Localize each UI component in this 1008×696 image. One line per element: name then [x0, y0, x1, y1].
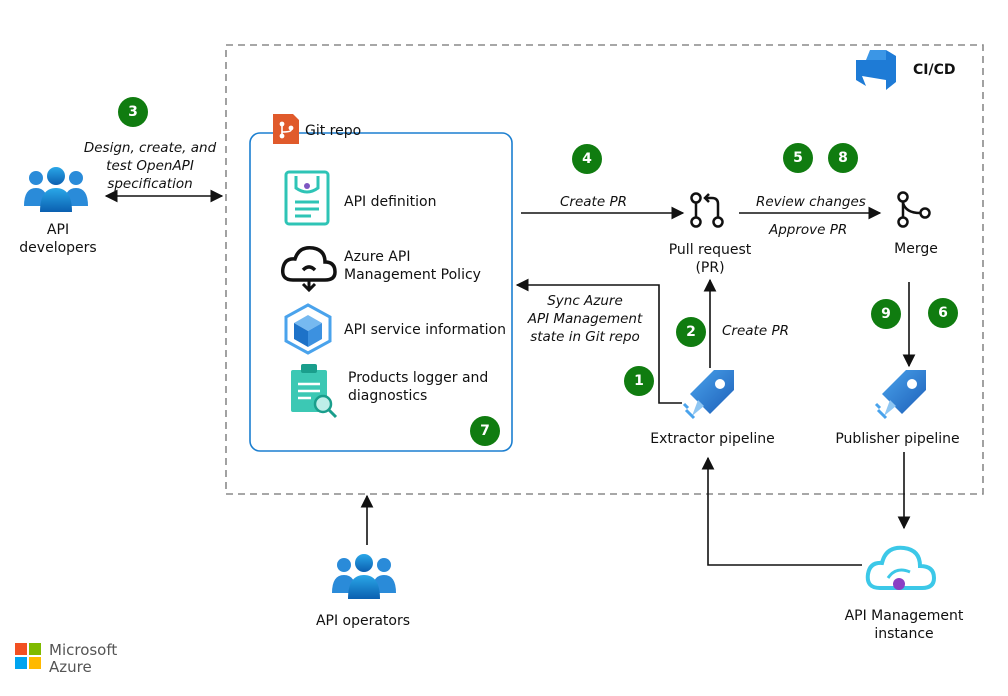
api-definition-label: API definition: [344, 194, 437, 210]
edge-sync-git: [515, 278, 682, 404]
sync-label-1: Sync Azure: [547, 293, 623, 309]
step-badge-1: 1: [624, 366, 654, 396]
apim-instance-label-2: instance: [874, 626, 934, 642]
step-badge-7: 7: [470, 416, 500, 446]
design-label-1: Design, create, and: [83, 140, 217, 156]
extractor-label: Extractor pipeline: [650, 431, 775, 447]
extractor-pipeline-icon: [682, 370, 734, 420]
brand-microsoft: Microsoft: [49, 641, 118, 659]
edge-apim-extractor: [701, 456, 862, 566]
service-info-label: API service information: [344, 322, 506, 338]
design-label-3: specification: [107, 176, 193, 192]
api-developers-people-icon: [24, 167, 88, 212]
step-badge-4: 4: [572, 144, 602, 174]
operators-label: API operators: [315, 613, 411, 629]
review-changes-label: Review changes: [756, 194, 866, 210]
merge-label: Merge: [894, 241, 938, 257]
apim-policy-label-1: Azure API: [344, 249, 411, 265]
logger-label-1: Products logger and: [348, 370, 489, 386]
logger-label-2: diagnostics: [348, 388, 428, 404]
cicd-boundary: [225, 44, 984, 495]
git-repo-title: Git repo: [305, 123, 362, 139]
cicd-label: CI/CD: [913, 62, 956, 78]
step-badge-5: 5: [783, 143, 813, 173]
git-repo-container: [249, 132, 513, 452]
service-cube-icon: [284, 303, 332, 355]
step-badge-6: 6: [928, 298, 958, 328]
sync-label-2: API Management: [527, 311, 643, 327]
publisher-pipeline-icon: [874, 370, 926, 420]
pull-request-label-2: (PR): [695, 260, 725, 276]
step-badge-3: 3: [118, 97, 148, 127]
sync-label-3: state in Git repo: [530, 329, 640, 345]
developers-label-1: API: [46, 222, 70, 238]
git-repo-icon: [273, 114, 299, 144]
developers-label-2: developers: [19, 240, 97, 256]
design-label-2: test OpenAPI: [106, 158, 194, 174]
azure-devops-icon: [856, 50, 896, 90]
create-pr-label-side: Create PR: [722, 323, 789, 339]
cloud-policy-icon: [280, 245, 337, 293]
pull-request-icon: [690, 192, 724, 228]
pull-request-label-1: Pull request: [668, 242, 752, 258]
microsoft-logo-icon: [15, 643, 41, 669]
approve-pr-label: Approve PR: [769, 222, 848, 238]
apim-instance-label-1: API Management: [844, 608, 964, 624]
api-definition-icon: [284, 170, 330, 226]
create-pr-label-top: Create PR: [560, 194, 627, 210]
apim-policy-label-2: Management Policy: [344, 267, 481, 283]
step-badge-2: 2: [676, 317, 706, 347]
publisher-label: Publisher pipeline: [835, 431, 960, 447]
api-operators-people-icon: [332, 554, 396, 599]
step-badge-9: 9: [871, 299, 901, 329]
merge-icon: [897, 191, 931, 228]
logger-diagnostics-icon: [291, 364, 338, 419]
api-management-cloud-icon: [865, 545, 937, 590]
brand-azure: Azure: [49, 658, 92, 676]
step-badge-8: 8: [828, 143, 858, 173]
